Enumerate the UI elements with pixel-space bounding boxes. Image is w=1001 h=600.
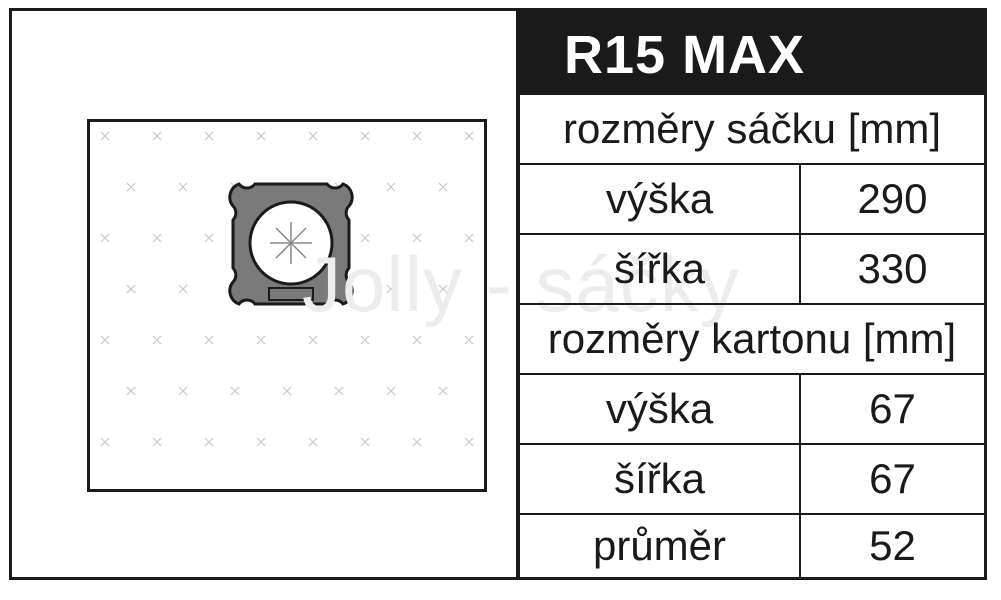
watermark: Jolly - sáčky <box>302 240 740 328</box>
section-header-label: rozměry kartonu [mm] <box>547 315 957 362</box>
table-row: šířka 67 <box>520 445 984 515</box>
pattern-cross <box>100 437 110 447</box>
cell-divider <box>799 375 801 443</box>
bag-outline <box>87 119 487 492</box>
pattern-cross <box>204 437 214 447</box>
cell-divider <box>799 235 801 303</box>
pattern-cross <box>152 437 162 447</box>
row-label: výška <box>605 175 714 222</box>
pattern-cross <box>204 335 214 345</box>
pattern-cross <box>152 233 162 243</box>
pattern-cross <box>256 131 266 141</box>
pattern-cross <box>204 131 214 141</box>
bag-illustration <box>100 131 474 447</box>
section-header-label: rozměry sáčku [mm] <box>562 105 942 152</box>
pattern-cross <box>412 233 422 243</box>
pattern-cross <box>100 233 110 243</box>
pattern-cross <box>178 182 188 192</box>
row-value: 330 <box>857 245 928 292</box>
title-bar: R15 MAX <box>520 11 984 95</box>
row-label: šířka <box>613 455 705 502</box>
pattern-cross <box>464 131 474 141</box>
pattern-cross <box>100 335 110 345</box>
pattern-cross <box>126 284 136 294</box>
pattern-cross <box>204 233 214 243</box>
pattern-cross <box>308 335 318 345</box>
pattern-cross <box>152 335 162 345</box>
pattern-cross <box>100 131 110 141</box>
pattern-cross <box>230 386 240 396</box>
pattern-cross <box>412 131 422 141</box>
pattern-cross <box>464 437 474 447</box>
table-row: výška 67 <box>520 375 984 445</box>
pattern-cross <box>386 182 396 192</box>
pattern-cross <box>360 437 370 447</box>
pattern-cross <box>412 437 422 447</box>
table-row: výška 290 <box>520 165 984 235</box>
pattern-cross <box>334 386 344 396</box>
sheet-frame <box>9 8 987 580</box>
row-value: 290 <box>857 175 928 222</box>
row-value: 52 <box>869 522 916 569</box>
pattern-cross <box>282 386 292 396</box>
pattern-cross <box>360 233 370 243</box>
illustration-panel: Jolly - sáčky <box>12 11 739 577</box>
pattern-cross <box>438 386 448 396</box>
row-label: průměr <box>592 522 727 569</box>
pattern-cross <box>308 437 318 447</box>
row-label: šířka <box>613 245 705 292</box>
pattern-cross <box>438 284 448 294</box>
cell-divider <box>799 515 801 577</box>
pattern-cross <box>178 386 188 396</box>
pattern-cross <box>412 335 422 345</box>
table-row: průměr 52 <box>520 515 984 577</box>
pattern-cross <box>360 335 370 345</box>
star-opening-icon <box>270 222 312 264</box>
pattern-cross <box>360 131 370 141</box>
pattern-cross <box>438 182 448 192</box>
pattern-cross <box>152 131 162 141</box>
product-title: R15 MAX <box>564 25 806 85</box>
pattern-cross <box>386 386 396 396</box>
pattern-cross <box>308 131 318 141</box>
table-row: šířka 330 <box>520 235 984 305</box>
pattern-cross <box>256 335 266 345</box>
pattern-cross <box>126 182 136 192</box>
row-label: výška <box>605 385 714 432</box>
pattern-cross <box>126 386 136 396</box>
cell-divider <box>799 445 801 513</box>
row-value: 67 <box>869 385 916 432</box>
section-header-carton: rozměry kartonu [mm] <box>520 305 984 375</box>
pattern-cross <box>178 284 188 294</box>
pattern-cross <box>464 335 474 345</box>
cell-divider <box>799 165 801 233</box>
pattern-cross <box>386 284 396 294</box>
row-value: 67 <box>869 455 916 502</box>
pattern-cross <box>464 233 474 243</box>
cardboard-collar-icon <box>228 182 354 306</box>
pattern-cross <box>256 437 266 447</box>
section-header-bag: rozměry sáčku [mm] <box>520 95 984 165</box>
column-divider <box>516 11 520 577</box>
